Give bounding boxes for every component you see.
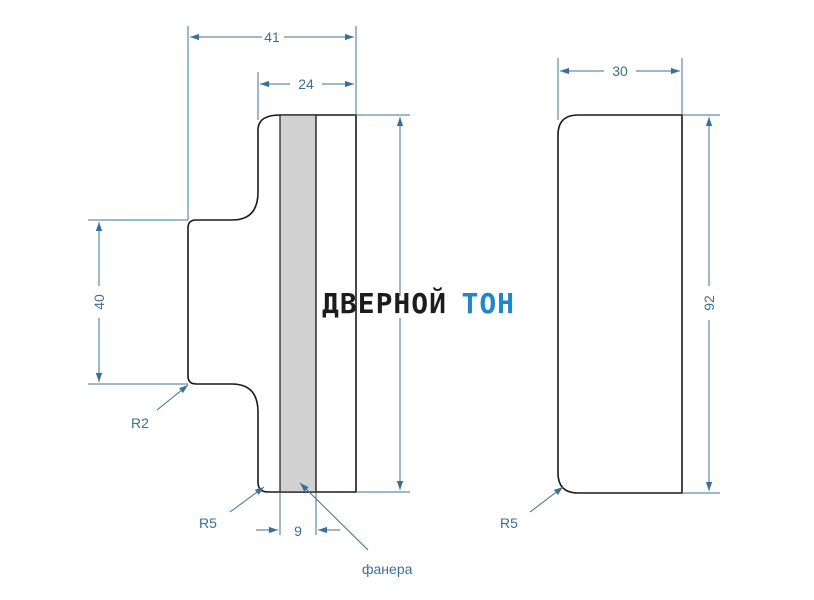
dimension-24-label: 24 bbox=[298, 76, 314, 92]
plywood-layer bbox=[279, 114, 317, 493]
right-profile-outline bbox=[557, 114, 683, 494]
right-profile bbox=[557, 114, 683, 494]
dimension-30-label: 30 bbox=[612, 63, 628, 79]
dimension-9: 9 bbox=[256, 492, 340, 539]
radius-r2: R2 bbox=[131, 384, 189, 431]
dimension-24: 24 bbox=[257, 72, 354, 120]
radius-r5-right-label: R5 bbox=[500, 515, 518, 531]
dimension-40: 40 bbox=[88, 219, 188, 385]
dimension-30: 30 bbox=[557, 58, 683, 120]
dimension-92: 92 bbox=[682, 114, 720, 494]
watermark-part2: ТОН bbox=[461, 287, 515, 320]
plywood-label: фанера bbox=[362, 561, 413, 577]
dimension-40-label: 40 bbox=[91, 294, 107, 310]
dimension-92-label: 92 bbox=[701, 295, 717, 311]
radius-r5-right: R5 bbox=[500, 486, 564, 531]
plywood-leader: фанера bbox=[299, 482, 413, 577]
left-height-dimension bbox=[356, 114, 410, 493]
dimension-9-label: 9 bbox=[294, 523, 302, 539]
watermark-part1: ДВЕРНОЙ bbox=[322, 286, 447, 320]
left-profile bbox=[187, 114, 357, 493]
radius-r2-label: R2 bbox=[131, 415, 149, 431]
radius-r5-left-label: R5 bbox=[199, 515, 217, 531]
dimension-41: 41 bbox=[187, 26, 357, 220]
radius-r5-left: R5 bbox=[199, 486, 265, 531]
watermark-logo: ДВЕРНОЙ ТОН bbox=[322, 286, 515, 320]
svg-text:ДВЕРНОЙ ТОН: ДВЕРНОЙ ТОН bbox=[322, 286, 515, 320]
dimension-41-label: 41 bbox=[264, 29, 280, 45]
